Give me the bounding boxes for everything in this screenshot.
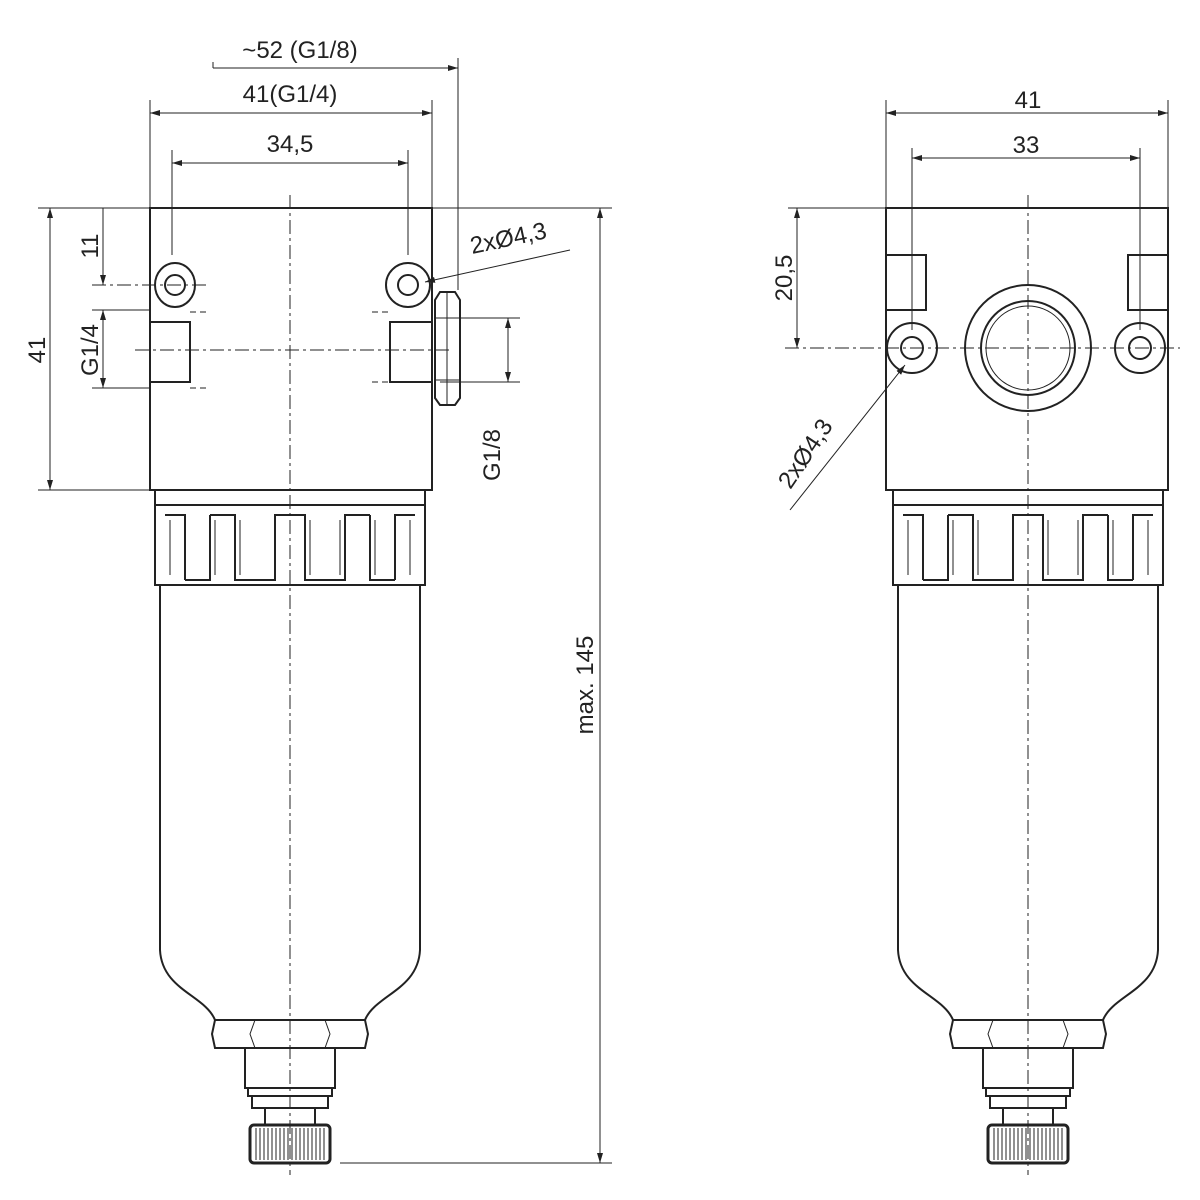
port-label-g14: G1/4 [77,324,104,376]
side-port-nut [434,291,461,406]
port-g14-left [149,321,191,383]
dim-head-height: 41 [24,337,51,364]
dim-port-height: 20,5 [771,255,798,302]
dim-hole-offset: 11 [77,234,104,259]
side-view: 41 33 20,5 2xØ4,3 [771,87,1180,1175]
dim-total-height: max. 145 [572,636,599,735]
port-g14-right [389,321,433,383]
port-left [885,254,927,311]
port-right [1127,254,1169,311]
mounting-holes-label: 2xØ4,3 [773,414,839,493]
front-view: ~52 (G1/8) 41(G1/4) 34,5 41 11 G1/4 G1/8… [24,37,612,1175]
mounting-hole-right [385,262,432,308]
mounting-holes-label: 2xØ4,3 [468,217,549,260]
dim-hole-spacing: 33 [1013,132,1040,159]
dim-hole-spacing: 34,5 [267,131,314,158]
dim-overall-g18: ~52 (G1/8) [242,37,357,64]
port-label-g18: G1/8 [479,429,506,481]
dim-overall-g14: 41(G1/4) [243,81,338,108]
head-block [885,207,1169,491]
dim-width: 41 [1015,87,1042,114]
